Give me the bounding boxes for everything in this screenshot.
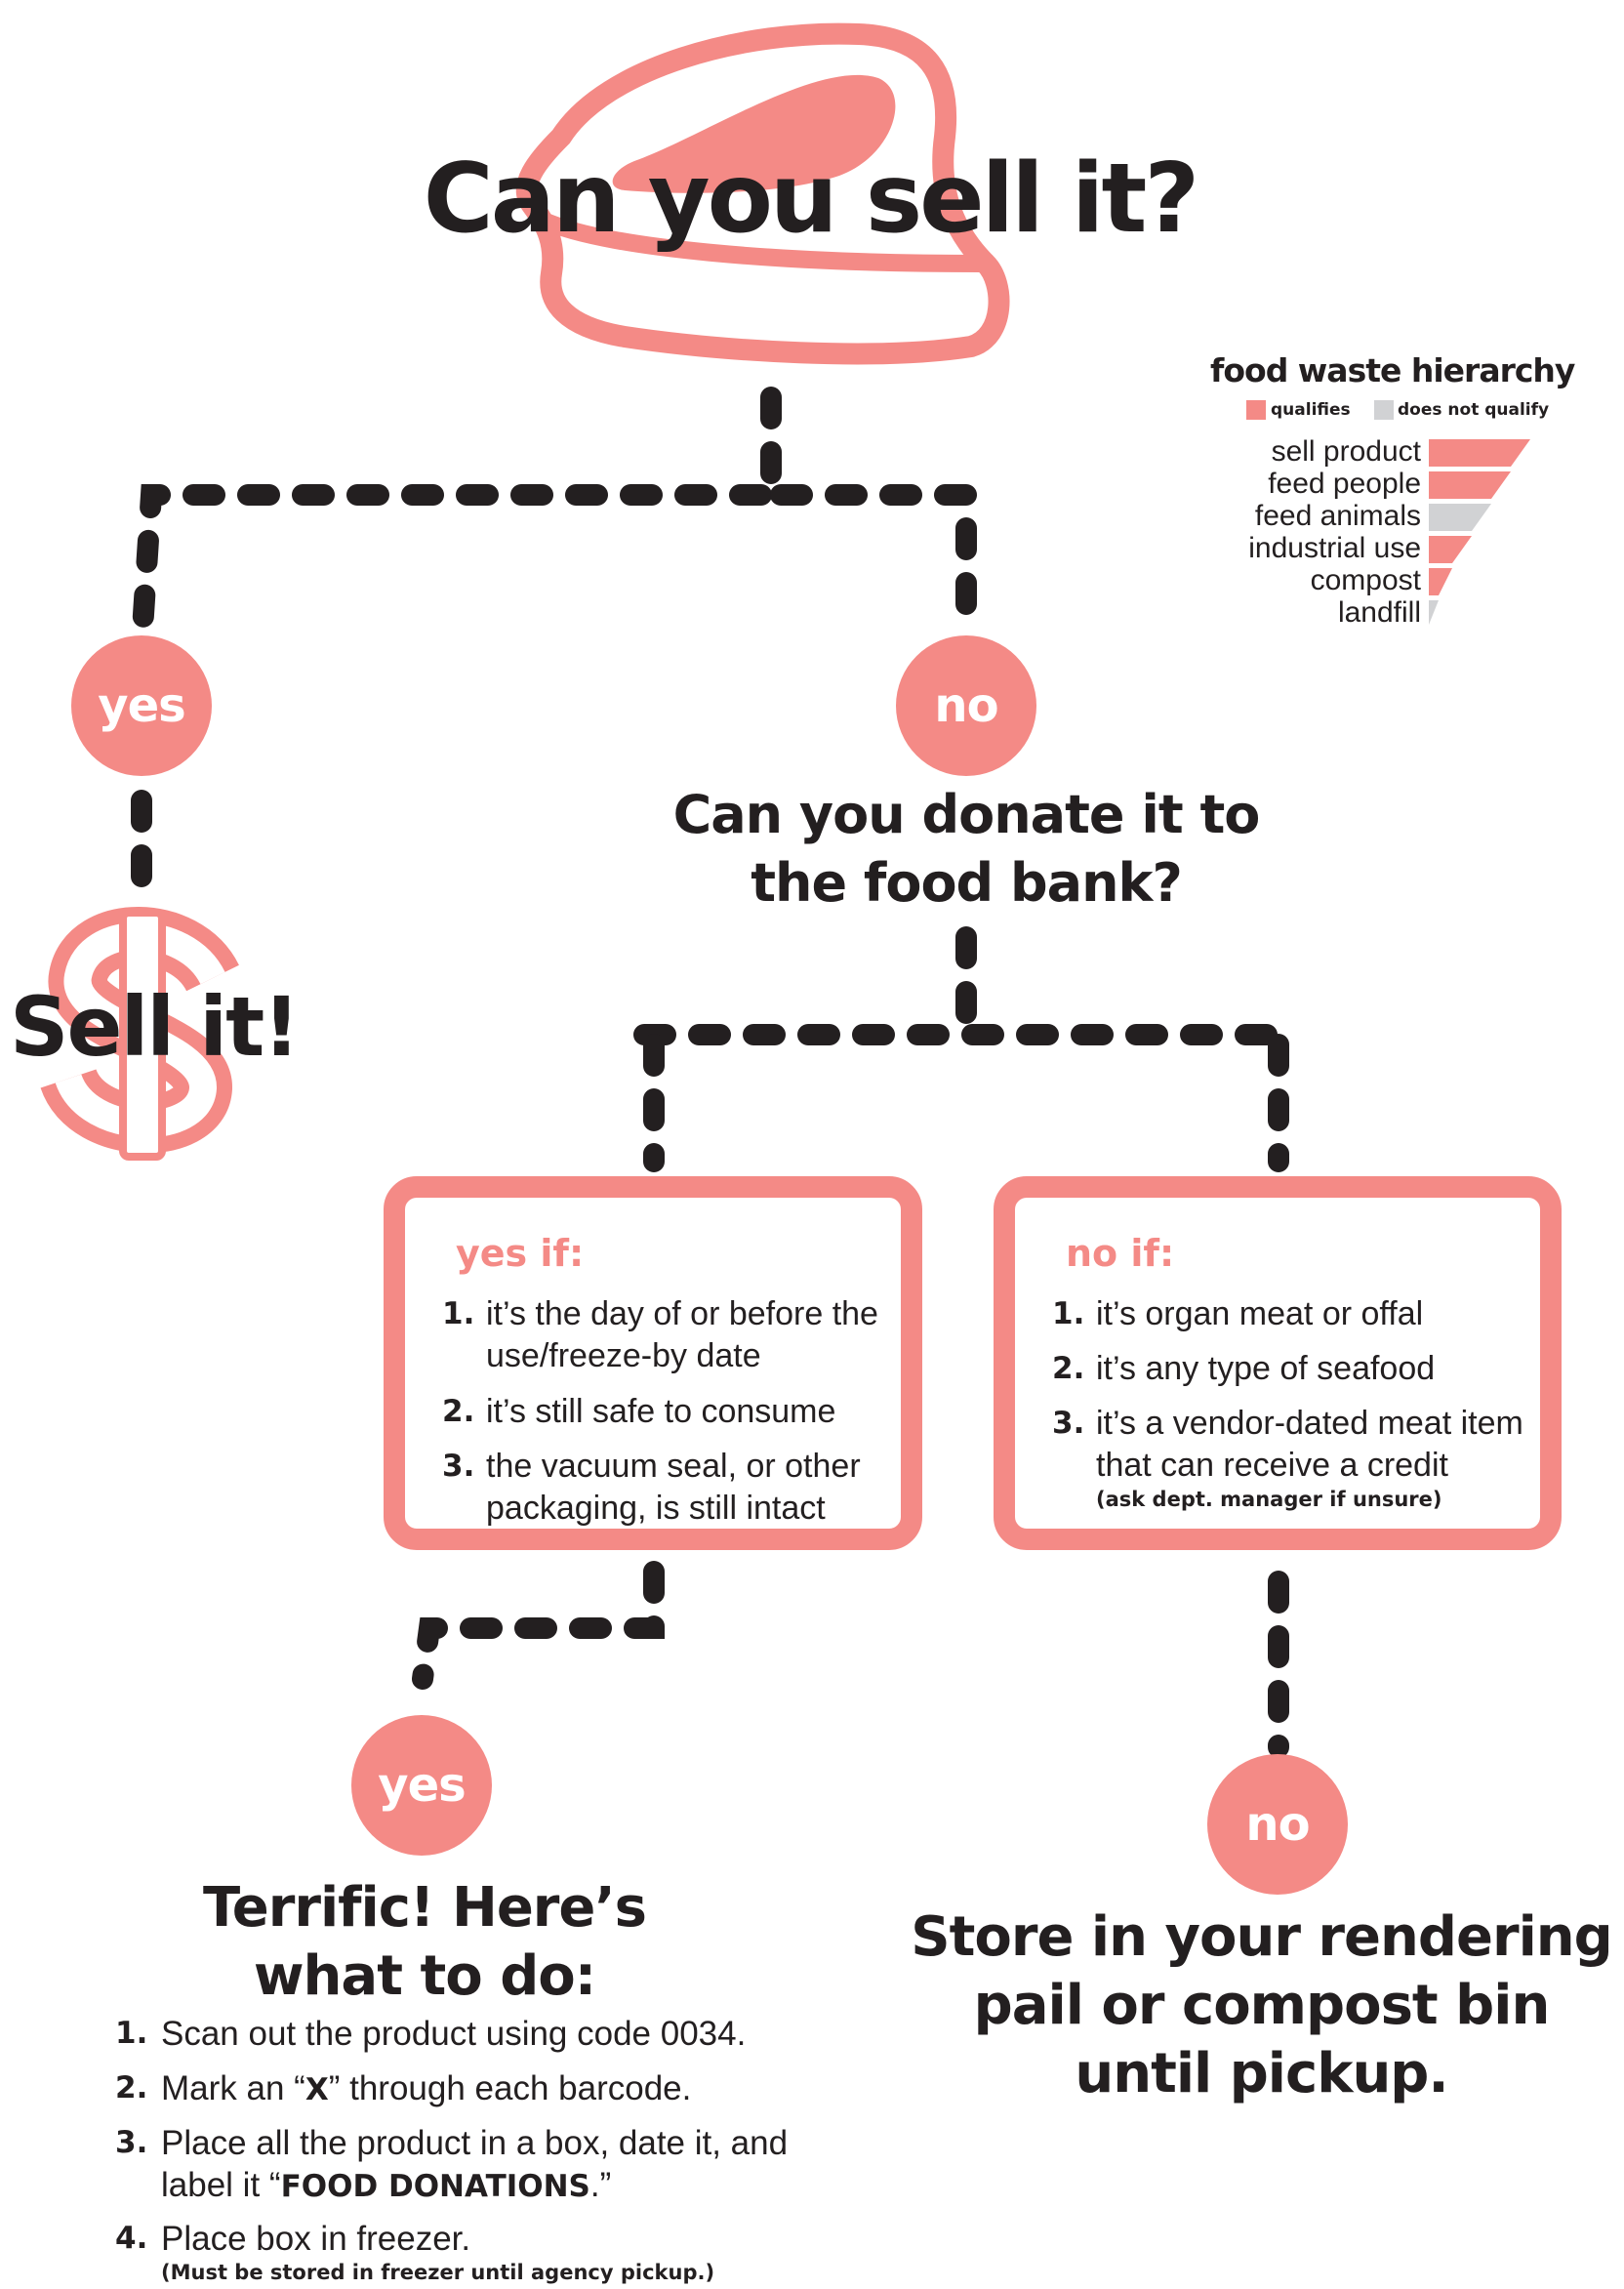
- step-3: 3. Place all the product in a box, date …: [115, 2122, 857, 2208]
- item-text-line1: it’s organ meat or offal: [1096, 1295, 1424, 1332]
- legend-label-not-qualify: does not qualify: [1398, 400, 1550, 420]
- tier-bar-compost: [1429, 568, 1452, 595]
- no-circle-donate: no: [1207, 1754, 1348, 1895]
- step-number: 1.: [115, 2016, 148, 2051]
- tier-label-feed-people: feed people: [1268, 468, 1421, 500]
- item-text-line2: that can receive a credit: [1096, 1447, 1448, 1484]
- step-text-post: ” through each barcode.: [328, 2069, 692, 2107]
- legend-title: food waste hierarchy: [1210, 351, 1575, 389]
- tier-bar-feed-animals: [1429, 504, 1491, 531]
- donate-question-line2: the food bank?: [751, 852, 1183, 914]
- store-line1: Store in your rendering: [911, 1905, 1612, 1969]
- step-text-line1: Place all the product in a box, date it,…: [161, 2124, 789, 2162]
- no-if-title: no if:: [1066, 1232, 1175, 1275]
- yes-circle-donate: yes: [351, 1715, 492, 1856]
- step-text: Scan out the product using code 0034.: [161, 2015, 747, 2053]
- page-title: Can you sell it?: [423, 143, 1199, 255]
- donate-question-line1: Can you donate it to: [672, 784, 1261, 845]
- tier-labels: sell product feed people feed animals in…: [1171, 436, 1421, 632]
- tier-label-compost: compost: [1310, 564, 1421, 596]
- legend-swatch-qualifies: [1246, 400, 1266, 420]
- item-text-line2: packaging, is still intact: [486, 1490, 826, 1527]
- tier-bar-sell-product: [1429, 439, 1530, 467]
- item-text-line1: the vacuum seal, or other: [486, 1448, 861, 1485]
- tier-label-sell-product: sell product: [1271, 435, 1421, 468]
- terrific-line2: what to do:: [253, 1944, 596, 2008]
- no-if-box: no if: 1. it’s organ meat or offal 2. it…: [994, 1176, 1562, 1550]
- legend-label-qualifies: qualifies: [1271, 400, 1351, 420]
- step-4: 4. Place box in freezer. (Must be stored…: [115, 2218, 857, 2285]
- legend-swatch-not-qualify: [1374, 400, 1394, 420]
- step-number: 3.: [115, 2125, 148, 2160]
- tier-label-industrial-use: industrial use: [1248, 532, 1421, 564]
- step-text-line2: label it “FOOD DONATIONS.”: [115, 2164, 857, 2208]
- step-text-post: .”: [589, 2166, 612, 2204]
- terrific-line1: Terrific! Here’s: [202, 1876, 647, 1940]
- terrific-heading: Terrific! Here’s what to do:: [137, 1874, 712, 2011]
- item-number: 1.: [1052, 1296, 1085, 1331]
- item-text-line1: it’s any type of seafood: [1096, 1350, 1436, 1387]
- step-text-bold: FOOD DONATIONS: [280, 2169, 590, 2204]
- store-line2: pail or compost bin: [973, 1974, 1551, 2037]
- item-text-line1: it’s still safe to consume: [486, 1393, 836, 1430]
- store-heading: Store in your rendering pail or compost …: [903, 1903, 1620, 2108]
- yes-if-box: yes if: 1. it’s the day of or before the…: [384, 1176, 922, 1550]
- item-text-line1: it’s the day of or before the: [486, 1295, 878, 1332]
- step-text-pre: label it “: [161, 2166, 281, 2204]
- store-line3: until pickup.: [1075, 2042, 1448, 2105]
- step-text: Place box in freezer.: [161, 2220, 471, 2258]
- item-number: 2.: [1052, 1351, 1085, 1386]
- item-text-line2: use/freeze-by date: [486, 1337, 761, 1374]
- no-circle-sell: no: [896, 635, 1036, 776]
- tier-bar-feed-people: [1429, 471, 1511, 499]
- yes-if-item-1: 1. it’s the day of or before the use/fre…: [442, 1293, 911, 1377]
- step-2: 2. Mark an “X” through each barcode.: [115, 2067, 857, 2111]
- item-note: (ask dept. manager if unsure): [1096, 1488, 1442, 1511]
- yes-circle-sell: yes: [71, 635, 212, 776]
- sell-it-label: Sell it!: [10, 979, 301, 1075]
- item-number: 2.: [442, 1394, 475, 1429]
- step-text: Mark an “X” through each barcode.: [115, 2067, 857, 2111]
- tier-label-feed-animals: feed animals: [1254, 500, 1421, 532]
- step-1: 1. Scan out the product using code 0034.: [115, 2013, 857, 2055]
- item-number: 3.: [1052, 1406, 1085, 1441]
- yes-if-item-2: 2. it’s still safe to consume: [442, 1391, 911, 1433]
- step-number: 4.: [115, 2221, 148, 2256]
- no-if-item-1: 1. it’s organ meat or offal: [1052, 1293, 1550, 1335]
- step-number: 2.: [115, 2070, 148, 2105]
- tier-bar-landfill: [1429, 600, 1439, 625]
- no-if-item-2: 2. it’s any type of seafood: [1052, 1348, 1550, 1390]
- tier-label-landfill: landfill: [1337, 596, 1421, 629]
- no-if-item-3: 3. it’s a vendor-dated meat item that ca…: [1052, 1403, 1550, 1512]
- step-text-pre: Mark an “: [161, 2069, 305, 2107]
- item-number: 3.: [442, 1449, 475, 1484]
- tier-bar-industrial-use: [1429, 536, 1472, 563]
- item-number: 1.: [442, 1296, 475, 1331]
- step-text-bold: X: [304, 2072, 329, 2107]
- item-text-line1: it’s a vendor-dated meat item: [1096, 1405, 1523, 1442]
- yes-if-item-3: 3. the vacuum seal, or other packaging, …: [442, 1446, 911, 1530]
- donate-question: Can you donate it to the food bank?: [605, 781, 1327, 918]
- connector-lines: [131, 387, 1289, 1758]
- yes-if-title: yes if:: [456, 1232, 585, 1275]
- steak-icon: [515, 22, 1010, 365]
- dollar-sign-icon: [40, 907, 239, 1161]
- step-note: (Must be stored in freezer until agency …: [161, 2261, 715, 2284]
- hierarchy-chart: [1429, 439, 1530, 625]
